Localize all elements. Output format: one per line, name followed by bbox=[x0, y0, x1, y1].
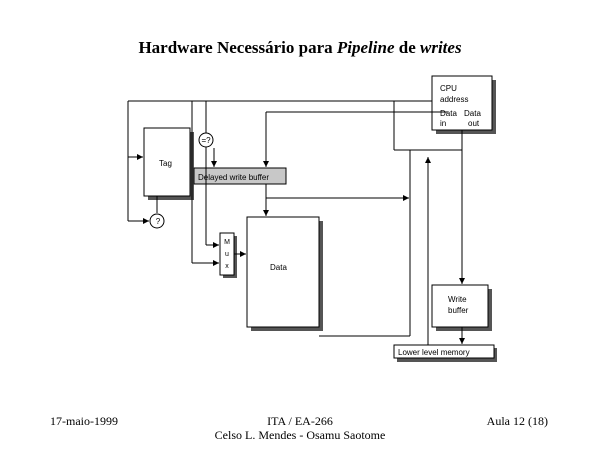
write-buffer-label-2: buffer bbox=[448, 306, 469, 315]
data-label: Data bbox=[270, 263, 287, 272]
cpu-data-in-label: Data bbox=[440, 109, 457, 118]
tag-box: Tag bbox=[143, 127, 191, 197]
diagram-wires bbox=[127, 100, 465, 345]
check-circle: ? bbox=[149, 213, 165, 229]
title-part-3: de bbox=[394, 38, 420, 57]
mux-box: M u x bbox=[219, 232, 235, 276]
lower-level-memory-box: Lower level memory bbox=[393, 344, 495, 359]
title-part-4: writes bbox=[420, 38, 462, 57]
compare-symbol: =? bbox=[201, 136, 211, 145]
title-part-1: Hardware Necessário para bbox=[138, 38, 337, 57]
delayed-write-buffer-label: Delayed write buffer bbox=[198, 173, 269, 182]
footer-lecture: Aula 12 (18) bbox=[486, 414, 548, 428]
delayed-write-buffer: Delayed write buffer bbox=[193, 167, 287, 185]
cpu-data-out-label: Data bbox=[464, 109, 481, 118]
mux-label-m: M bbox=[224, 239, 230, 246]
footer-course: ITA / EA-266 bbox=[267, 414, 333, 428]
footer-authors: Celso L. Mendes - Osamu Saotome bbox=[214, 428, 386, 442]
cpu-address-label: address bbox=[440, 95, 468, 104]
data-box: Data bbox=[246, 216, 320, 328]
compare-circle: =? bbox=[198, 132, 214, 148]
page-title: Hardware Necessário para Pipeline de wri… bbox=[0, 38, 600, 58]
check-symbol: ? bbox=[156, 217, 161, 226]
mux-label-x: x bbox=[225, 263, 229, 270]
mux-label-u: u bbox=[225, 251, 229, 258]
lower-level-memory-label: Lower level memory bbox=[398, 348, 470, 357]
cpu-box: CPU address Data in Data out bbox=[431, 75, 493, 131]
write-buffer-box: Write buffer bbox=[431, 284, 489, 328]
cpu-label: CPU bbox=[440, 84, 457, 93]
cpu-data-out-label-2: out bbox=[468, 119, 480, 128]
footer-date: 17-maio-1999 bbox=[50, 414, 118, 428]
footer-center: ITA / EA-266 Celso L. Mendes - Osamu Sao… bbox=[0, 414, 600, 442]
cpu-data-in-label-2: in bbox=[440, 119, 446, 128]
title-part-2: Pipeline bbox=[336, 38, 395, 57]
tag-label: Tag bbox=[159, 159, 172, 168]
write-buffer-label: Write bbox=[448, 295, 467, 304]
